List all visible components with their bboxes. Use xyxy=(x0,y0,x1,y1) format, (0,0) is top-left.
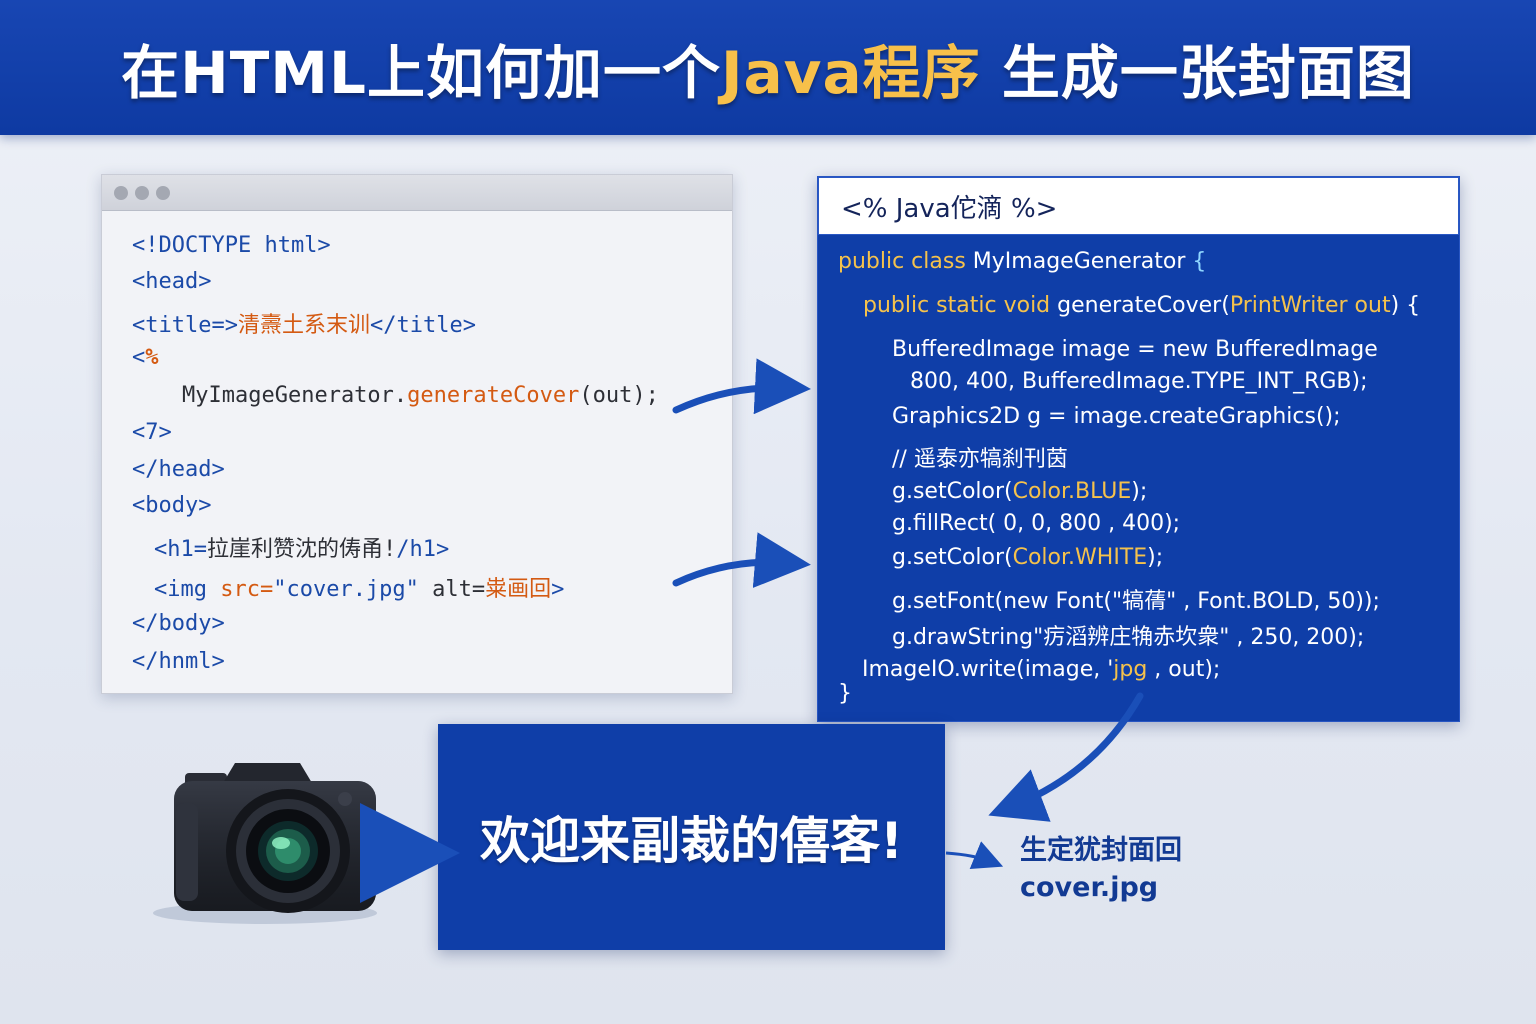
code-token: <!DOCTYPE html> xyxy=(132,233,331,258)
code-token: BufferedImage image = new BufferedImage xyxy=(892,337,1378,362)
code-token: <body> xyxy=(132,493,212,518)
code-token: (out); xyxy=(579,383,659,408)
html-code-line: <h1=拉崖利赞沈的俦甬!/h1> xyxy=(154,531,449,563)
code-token: Color.WHITE xyxy=(1012,545,1148,570)
java-code-line: Graphics2D g = image.createGraphics(); xyxy=(892,404,1341,429)
code-token: g.setColor( xyxy=(892,479,1013,504)
java-code-line: ImageIO.write(image, 'jpg , out); xyxy=(862,657,1220,682)
code-token: /h1> xyxy=(396,537,450,562)
code-token: g.setColor( xyxy=(892,545,1013,570)
code-token: src= xyxy=(220,577,274,602)
code-token: jpg xyxy=(1113,657,1148,682)
html-code-line: </hnml> xyxy=(132,649,225,674)
output-filename: cover.jpg xyxy=(1020,872,1159,903)
java-code-line: } xyxy=(838,681,852,706)
welcome-preview-box: 欢迎来副裁的僖客! xyxy=(438,724,945,950)
code-token: generateCover xyxy=(407,383,580,408)
code-token: " , 250, 200); xyxy=(1219,625,1365,650)
code-token: 粜画回 xyxy=(485,577,552,602)
code-token: generateCover( xyxy=(1057,293,1230,318)
code-token: <title=> xyxy=(132,313,238,338)
code-token: 800, 400, BufferedImage.TYPE_INT_RGB); xyxy=(910,369,1368,394)
html-code-line: MyImageGenerator.generateCover(out); xyxy=(182,383,659,408)
java-code-line: g.drawString"疠滔辨庄觕赤坎衆" , 250, 200); xyxy=(892,619,1364,651)
code-token: MyImageGenerator xyxy=(972,249,1193,274)
code-token: 疠滔辨庄觕赤坎衆 xyxy=(1043,625,1220,650)
java-code-line: public static void generateCover(PrintWr… xyxy=(863,293,1420,318)
output-label: 生定犹封面回 cover.jpg xyxy=(1020,832,1182,906)
code-token: } xyxy=(838,681,852,706)
code-token: <h1= xyxy=(154,537,207,562)
java-code-panel: <% Java佗滴 %> public class MyImageGenerat… xyxy=(817,176,1460,722)
code-token: g.fillRect( 0, 0, 800 , 400); xyxy=(892,511,1181,536)
java-code-line: public class MyImageGenerator { xyxy=(838,249,1206,274)
code-token: Color.BLUE xyxy=(1012,479,1132,504)
html-code-line: <% xyxy=(132,345,159,370)
html-code-line: <7> xyxy=(132,420,172,445)
code-token: </title> xyxy=(369,313,476,338)
code-token: </head> xyxy=(132,457,225,482)
window-titlebar xyxy=(102,175,732,211)
title-part-1: 在HTML上如何加一个 xyxy=(121,38,721,107)
java-code-line: 800, 400, BufferedImage.TYPE_INT_RGB); xyxy=(910,369,1368,394)
window-close-dot[interactable] xyxy=(114,185,128,200)
code-token: public static void xyxy=(863,293,1058,318)
code-token: </body> xyxy=(132,611,225,636)
code-token: Graphics2D g = image.createGraphics(); xyxy=(892,404,1341,429)
code-token: ); xyxy=(1147,545,1164,570)
html-code-line: <head> xyxy=(132,269,211,294)
code-token: < xyxy=(132,345,146,370)
html-code-window: <!DOCTYPE html> <head> <title=>清燾土系末训</tit… xyxy=(101,174,733,694)
java-panel-header: <% Java佗滴 %> xyxy=(818,177,1459,235)
code-token: g.drawString" xyxy=(892,625,1044,650)
java-code-line: BufferedImage image = new BufferedImage xyxy=(892,337,1378,362)
code-token: ) { xyxy=(1390,293,1421,318)
code-token: alt= xyxy=(418,577,486,602)
code-token: 拉崖利赞沈的俦甬! xyxy=(206,537,397,562)
welcome-text: 欢迎来副裁的僖客! xyxy=(480,812,903,870)
html-code-line: </head> xyxy=(132,457,225,482)
java-code-line: g.setFont(new Font("犒蒨" , Font.BOLD, 50)… xyxy=(892,583,1380,615)
camera-icon xyxy=(153,763,377,924)
code-token: % xyxy=(145,345,159,370)
code-token: g.setFont(new Font(" xyxy=(892,589,1123,614)
window-minimize-dot[interactable] xyxy=(135,185,149,200)
code-token: PrintWriter out xyxy=(1229,293,1391,318)
html-code-line: <img src="cover.jpg" alt=粜画回> xyxy=(154,571,564,603)
code-token: </hnml> xyxy=(132,649,225,674)
java-code-line: g.setColor(Color.WHITE); xyxy=(892,545,1163,570)
header-banner: 在HTML上如何加一个Java程序 生成一张封面图 xyxy=(0,0,1536,135)
code-token: { xyxy=(1192,249,1207,274)
code-token: "cover.jpg" xyxy=(273,577,419,602)
output-caption: 生定犹封面回 xyxy=(1020,835,1182,866)
title-part-2: 生成一张封面图 xyxy=(980,38,1415,107)
code-token: ImageIO.write(image, ' xyxy=(862,657,1114,682)
html-code-line: <body> xyxy=(132,493,211,518)
html-code-line: <title=>清燾土系末训</title> xyxy=(132,307,476,339)
code-token: // 遥泰亦犒刹刊茵 xyxy=(892,447,1068,472)
java-code-line: // 遥泰亦犒刹刊茵 xyxy=(892,441,1068,473)
code-token: 犒蒨 xyxy=(1122,589,1167,614)
html-code-line: </body> xyxy=(132,611,225,636)
code-token: > xyxy=(551,577,565,602)
title-highlight: Java程序 xyxy=(720,38,981,107)
window-maximize-dot[interactable] xyxy=(156,185,170,200)
code-token: <head> xyxy=(132,269,212,294)
code-token: MyImageGenerator. xyxy=(182,383,408,408)
code-token: , out); xyxy=(1147,657,1221,682)
code-token: public class xyxy=(838,249,973,274)
arrow-icon xyxy=(945,841,1004,870)
page-title: 在HTML上如何加一个Java程序 生成一张封面图 xyxy=(121,26,1415,110)
code-token: <7> xyxy=(132,420,172,445)
java-code-line: g.setColor(Color.BLUE); xyxy=(892,479,1147,504)
html-code-line: <!DOCTYPE html> xyxy=(132,233,331,258)
code-token: ); xyxy=(1131,479,1148,504)
code-token: <img xyxy=(154,577,221,602)
java-code-line: g.fillRect( 0, 0, 800 , 400); xyxy=(892,511,1180,536)
code-token: " , Font.BOLD, 50)); xyxy=(1166,589,1380,614)
code-token: 清燾土系末训 xyxy=(237,313,370,338)
